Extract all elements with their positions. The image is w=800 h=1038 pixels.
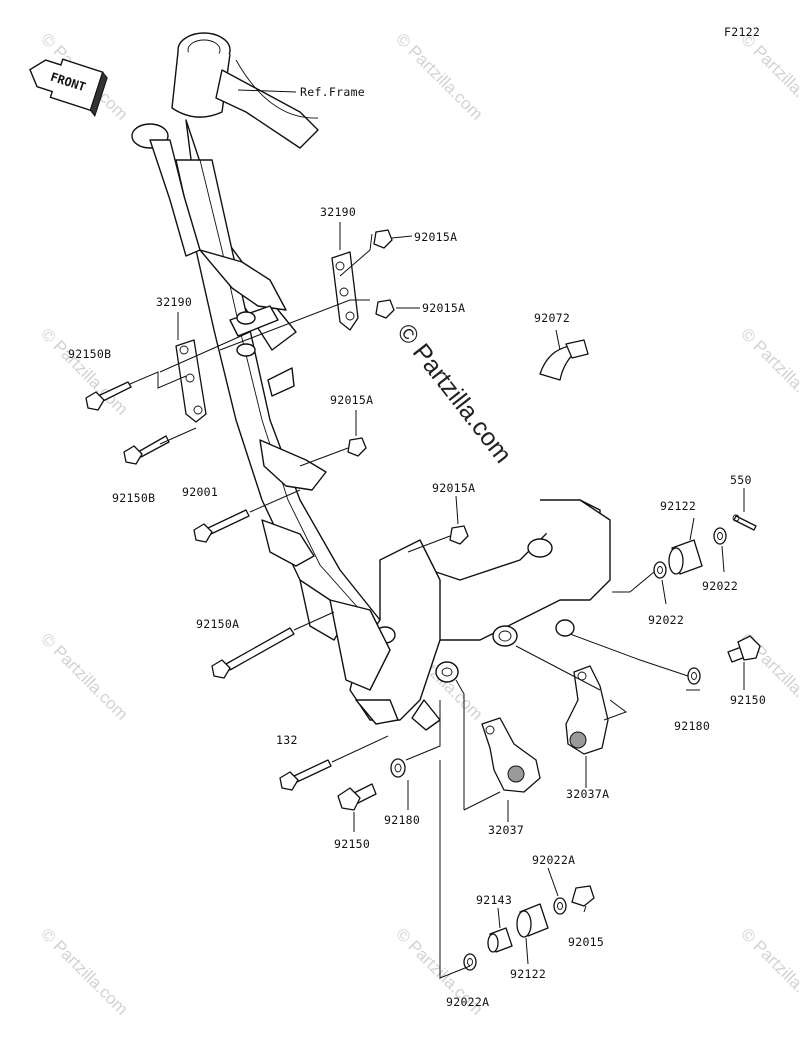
engine-bracket-left [175, 339, 207, 423]
engine-mount-32037A [565, 665, 609, 755]
engine-mount-32037 [481, 717, 541, 793]
bolt-92150B-lower [123, 435, 170, 465]
callout-92150B-2: 92150B [112, 491, 155, 505]
callout-92180-right: 92180 [674, 719, 710, 733]
clamp-92072 [539, 339, 589, 381]
watermark: © Partzilla.com [737, 29, 800, 123]
callout-92150B-1: 92150B [68, 347, 111, 361]
diagram-code: F2122 [724, 25, 760, 39]
washer-92180-right [687, 667, 701, 685]
bolt-92001 [193, 509, 250, 543]
nut-92015A-1 [373, 229, 393, 249]
washer-92022A-2 [463, 953, 477, 971]
collar-92122-upper [668, 539, 703, 575]
front-arrow-icon: FRONT [29, 58, 108, 117]
callout-92150-bottom: 92150 [334, 837, 370, 851]
bolt-92150-right [727, 635, 761, 663]
callout-32190-left: 32190 [156, 295, 192, 309]
nut-92015A-3 [347, 437, 367, 457]
callout-92143: 92143 [476, 893, 512, 907]
callout-32037A: 32037A [566, 787, 609, 801]
callout-92122-lower: 92122 [510, 967, 546, 981]
engine-bracket-upper [331, 251, 359, 331]
callout-92015A-4: 92015A [432, 481, 475, 495]
bolt-92150-bottom [337, 783, 377, 811]
callout-32190-upper: 32190 [320, 205, 356, 219]
callout-132: 132 [276, 733, 298, 747]
watermarks: © Partzilla.com © Partzilla.com © Partzi… [37, 29, 800, 1018]
nut-92015A-4 [449, 525, 469, 545]
callout-92015A-3: 92015A [330, 393, 373, 407]
leader-lines [129, 89, 745, 979]
ref-frame-label: Ref.Frame [300, 85, 365, 99]
nut-92015A-2 [375, 299, 395, 319]
washer-92022-2 [713, 527, 727, 545]
bolt-92150A [211, 627, 295, 679]
callout-550: 550 [730, 473, 752, 487]
callout-92022A-2: 92022A [446, 995, 489, 1009]
callout-92150-right: 92150 [730, 693, 766, 707]
callout-92015A-1: 92015A [414, 230, 457, 244]
callout-92015A-2: 92015A [422, 301, 465, 315]
callout-labels: Ref.Frame 32190 32190 92015A 92015A 9201… [68, 85, 766, 1009]
callout-92022A-1: 92022A [532, 853, 575, 867]
watermark: © Partzilla.com [37, 324, 131, 418]
cotter-pin-550 [732, 514, 757, 531]
center-watermark: © Partzilla.com [391, 318, 517, 468]
watermark: © Partzilla.com [37, 629, 131, 723]
spacer-92143 [487, 927, 513, 953]
motorcycle-frame [131, 32, 611, 731]
nut-92015-bottom [571, 885, 595, 907]
watermark: © Partzilla.com [737, 324, 800, 418]
watermark: © Partzilla.com [37, 924, 131, 1018]
watermark: © Partzilla.com [737, 924, 800, 1018]
bolt-132 [279, 759, 332, 791]
callout-32037: 32037 [488, 823, 524, 837]
washer-92022-1 [653, 561, 667, 579]
washer-92022A-1 [553, 897, 567, 915]
callout-92015-bottom: 92015 [568, 935, 604, 949]
washer-92180-left [390, 758, 406, 778]
callout-92150A: 92150A [196, 617, 239, 631]
bolt-92150B-upper [85, 381, 132, 411]
collar-92122-lower [516, 903, 549, 938]
callout-92001: 92001 [182, 485, 218, 499]
callout-92072: 92072 [534, 311, 570, 325]
callout-92022-1: 92022 [648, 613, 684, 627]
callout-92180-left: 92180 [384, 813, 420, 827]
callout-92022-2: 92022 [702, 579, 738, 593]
watermark: © Partzilla.com [392, 29, 486, 123]
callout-92122-upper: 92122 [660, 499, 696, 513]
